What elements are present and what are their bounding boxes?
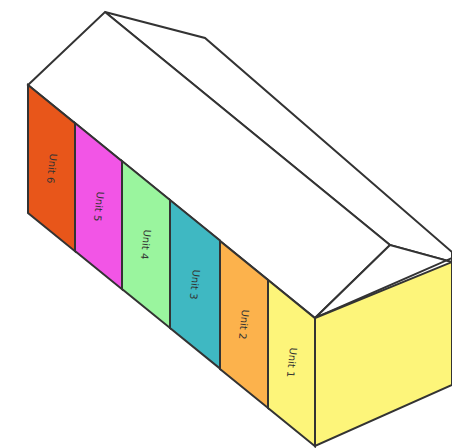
unit-shape <box>122 161 170 328</box>
unit-shape <box>28 85 75 251</box>
unit-shape <box>170 200 220 369</box>
unit-label: Unit 5 <box>92 191 106 222</box>
unit-label: Unit 6 <box>45 153 59 184</box>
unit-shape <box>220 241 268 408</box>
unit-shape <box>75 123 122 289</box>
unit-panel: Unit 4 <box>122 161 170 328</box>
unit-panel: Unit 3 <box>170 200 220 369</box>
unit-panel: Unit 2 <box>220 241 268 408</box>
unit-shape <box>268 280 315 446</box>
unit-panel: Unit 5 <box>75 123 122 289</box>
unit-panel: Unit 6 <box>28 85 75 251</box>
end-wall <box>315 262 452 446</box>
unit-panel: Unit 1 <box>268 280 315 446</box>
